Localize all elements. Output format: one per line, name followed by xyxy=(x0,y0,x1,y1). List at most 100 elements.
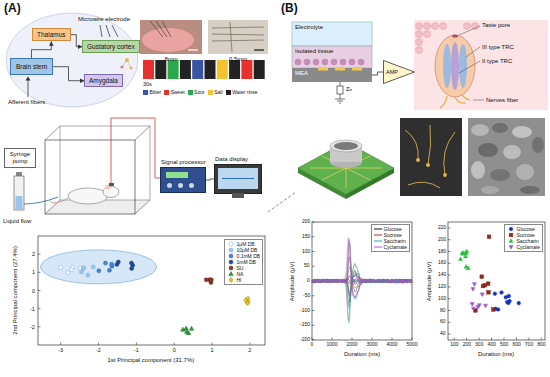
legend-swatch xyxy=(226,90,231,95)
tick-label: 2000 xyxy=(347,342,358,348)
tick-mark xyxy=(249,343,250,346)
legend-text: Cyclamate xyxy=(517,244,541,250)
sem-image-part xyxy=(471,124,489,136)
legend-item: Water rinse xyxy=(226,90,258,96)
flow-arrow xyxy=(206,179,214,180)
tick-label: 180 xyxy=(438,249,446,255)
legend-text: Salt xyxy=(214,90,223,96)
tick-mark xyxy=(38,308,41,309)
rat-cage xyxy=(45,126,150,214)
tick-label: 400 xyxy=(488,342,496,348)
mea-schematic-part xyxy=(335,99,345,103)
part-label: III type TRC xyxy=(482,44,514,51)
tick-label: 100 xyxy=(302,249,310,255)
pump-box: Syringe pump xyxy=(4,148,36,168)
signal-trace xyxy=(312,274,412,293)
tongue-photo-part xyxy=(188,49,198,50)
data-marker xyxy=(505,300,509,304)
tick-mark xyxy=(372,338,373,341)
signal-trace xyxy=(312,241,412,298)
afferent-arrow-part xyxy=(26,77,31,81)
legend-item: NA xyxy=(227,271,260,277)
legend-sample xyxy=(227,259,235,265)
tick-label: -50 xyxy=(303,293,310,299)
mea-schematic-part xyxy=(313,59,320,66)
signal-trace xyxy=(312,264,412,324)
legend-box: GlucoseSucroseSaccharinCyclamate xyxy=(504,224,543,252)
layer-band: MEA xyxy=(292,68,372,82)
data-marker xyxy=(244,297,248,302)
taste-bud-part xyxy=(424,23,431,30)
monitor-trace xyxy=(222,178,254,179)
tick-mark xyxy=(136,343,137,346)
microscope-photo-part xyxy=(208,20,268,54)
node-label: Syringe pump xyxy=(6,151,34,165)
data-marker xyxy=(81,266,85,270)
tick-label: 5000 xyxy=(407,342,418,348)
stimulus-bar xyxy=(192,60,203,79)
data-marker xyxy=(480,293,484,297)
tick-mark xyxy=(38,254,41,255)
legend-item: Glucose xyxy=(374,226,407,232)
tick-label: 4000 xyxy=(387,342,398,348)
taste-bud-part xyxy=(440,95,470,108)
legend-sample xyxy=(227,277,235,283)
data-marker xyxy=(185,329,189,333)
mea-chip-part xyxy=(330,140,362,152)
legend-sample xyxy=(227,271,235,277)
plot-frame xyxy=(38,236,265,345)
data-marker xyxy=(209,278,213,282)
taste-bud-part xyxy=(440,23,447,30)
legend-sample xyxy=(374,232,382,238)
legend-text: 1mM DB xyxy=(237,259,256,265)
legend-line xyxy=(374,235,382,236)
tick-mark xyxy=(412,338,413,341)
electrode-micrograph xyxy=(400,118,462,196)
legend-item: Glucose xyxy=(507,226,540,232)
stimulus-bar xyxy=(180,60,191,79)
legend-text: SU xyxy=(237,265,244,271)
signal-trace xyxy=(312,264,412,321)
data-marker xyxy=(507,294,511,298)
mea-schematic-part xyxy=(295,59,302,66)
sem-image-part xyxy=(532,137,544,153)
data-marker xyxy=(131,263,135,267)
data-marker xyxy=(508,299,512,303)
data-marker xyxy=(464,265,468,269)
legend-text: HI xyxy=(237,277,242,283)
data-marker xyxy=(189,326,193,330)
tick-label: 40 xyxy=(440,331,446,337)
tick-mark xyxy=(392,338,393,341)
data-marker xyxy=(115,263,119,267)
mea-chip-part xyxy=(330,156,362,168)
part-label: Microwire electrode xyxy=(78,16,130,23)
legend-line xyxy=(374,241,382,242)
signal-trace xyxy=(312,275,412,284)
data-marker xyxy=(82,266,86,270)
mea-schematic-part xyxy=(335,68,345,71)
legend-text: 10μM DB xyxy=(237,247,258,253)
rat-part xyxy=(106,185,111,190)
tick-label: 0 xyxy=(173,347,176,353)
sem-image-part xyxy=(471,161,485,179)
monitor-stand xyxy=(232,193,244,198)
legend-item: HI xyxy=(227,277,260,283)
node-label: Data display xyxy=(215,156,248,163)
stimulus-bar xyxy=(155,60,166,79)
mea-chip xyxy=(298,140,394,199)
data-marker xyxy=(110,262,114,266)
legend-sample xyxy=(227,265,235,271)
data-marker xyxy=(509,246,513,250)
tick-label: 50 xyxy=(304,263,310,269)
amplifier-triangle: AMP xyxy=(383,60,415,84)
data-marker xyxy=(246,299,250,304)
sem-image-part xyxy=(478,143,498,157)
tick-mark xyxy=(312,338,313,341)
tick-mark xyxy=(312,281,315,282)
node-label: Electrolyte xyxy=(295,24,369,31)
signal-trace xyxy=(312,279,412,285)
legend-item: Sucrose xyxy=(507,232,540,238)
data-marker xyxy=(66,271,70,275)
tick-label: 120 xyxy=(438,284,446,290)
